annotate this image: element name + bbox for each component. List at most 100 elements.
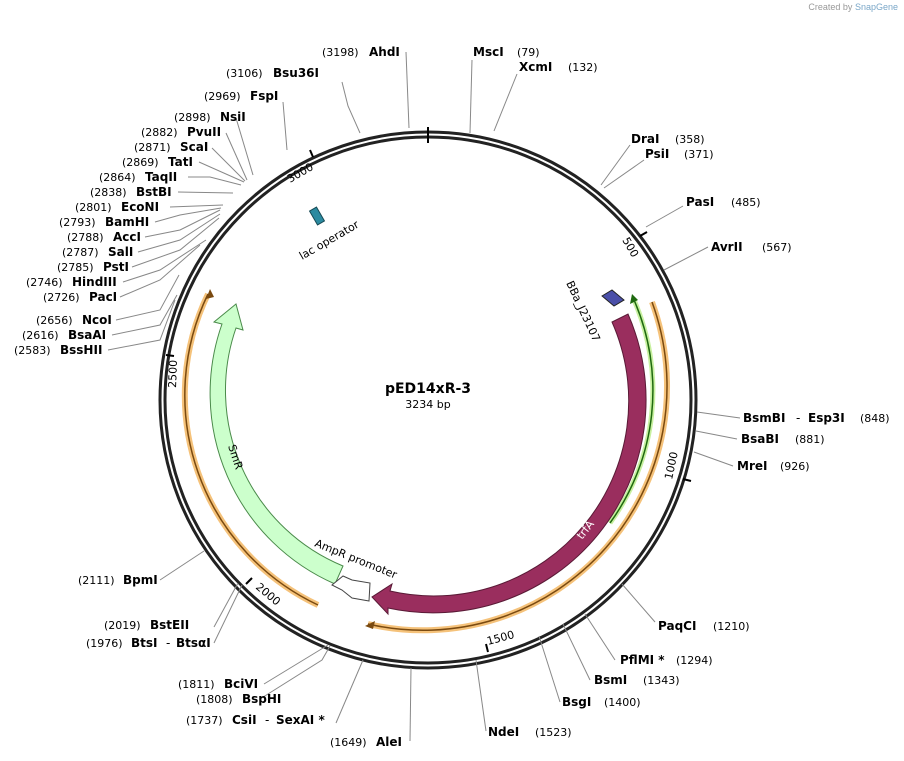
site-bsu36I-name[interactable]: Bsu36I: [273, 66, 319, 80]
site-nsiI-name[interactable]: NsiI: [220, 110, 246, 124]
site-bsmBI-name[interactable]: BsmBI: [743, 411, 785, 425]
site-bssHII-name[interactable]: BssHII: [60, 343, 102, 357]
site-pstI-pos: (2785): [57, 261, 94, 274]
site-esp3I-name[interactable]: Esp3I: [808, 411, 845, 425]
trfA-feature[interactable]: [371, 313, 647, 616]
tick-1000: 1000: [662, 451, 681, 481]
site-bamHI-name[interactable]: BamHI: [105, 215, 149, 229]
site-paqCI-pos: (1210): [713, 620, 750, 633]
site-pasI-name[interactable]: PasI: [686, 195, 714, 209]
site-bciVI-name[interactable]: BciVI: [224, 677, 258, 691]
site-bsmBI-pos: (848): [860, 412, 890, 425]
site-salI-name[interactable]: SalI: [108, 245, 133, 259]
site-csiI-dash: -: [265, 713, 269, 727]
site-mreI-name[interactable]: MreI: [737, 459, 767, 473]
lac-operator-label: lac operator: [297, 218, 362, 263]
site-bsgI-name[interactable]: BsgI: [562, 695, 591, 709]
site-scaI-pos: (2871): [134, 141, 171, 154]
site-xcmI-name[interactable]: XcmI: [519, 60, 552, 74]
site-bsaBI-name[interactable]: BsaBI: [741, 432, 779, 446]
lac-operator-feature[interactable]: [308, 206, 326, 226]
site-bciVI-pos: (1811): [178, 678, 215, 691]
site-ahdI-name[interactable]: AhdI: [369, 45, 400, 59]
site-pflMI-name[interactable]: PflMI *: [620, 653, 665, 667]
site-pacI-name[interactable]: PacI: [89, 290, 117, 304]
site-aleI-pos: (1649): [330, 736, 367, 749]
site-bspHI-name[interactable]: BspHI: [242, 692, 281, 706]
site-bpmI-pos: (2111): [78, 574, 115, 587]
site-ndeI-pos: (1523): [535, 726, 572, 739]
site-csiI-name[interactable]: CsiI: [232, 713, 257, 727]
enzyme-labels: MscI (79) XcmI (132) DraI (358) PsiI (37…: [14, 45, 890, 749]
site-csiI-pos: (1737): [186, 714, 223, 727]
site-bstEII-name[interactable]: BstEII: [150, 618, 189, 632]
site-avrII-pos: (567): [762, 241, 792, 254]
bba-j23107-feature[interactable]: [601, 289, 625, 307]
site-psiI-pos: (371): [684, 148, 714, 161]
coordinate-ticks: [165, 149, 692, 653]
site-bsaAI-name[interactable]: BsaAI: [68, 328, 106, 342]
site-taqII-pos: (2864): [99, 171, 136, 184]
app-credit: Created by SnapGene: [808, 2, 898, 12]
smR-feature[interactable]: [209, 303, 344, 585]
site-accI-pos: (2788): [67, 231, 104, 244]
site-ndeI-name[interactable]: NdeI: [488, 725, 519, 739]
ampR-promoter-feature[interactable]: [331, 575, 371, 602]
site-pasI-pos: (485): [731, 196, 761, 209]
site-btsaI-name[interactable]: BtsαI: [176, 636, 211, 650]
site-fspI-name[interactable]: FspI: [250, 89, 278, 103]
credit-prefix: Created by: [808, 2, 853, 12]
plasmid-name: pED14xR-3: [385, 381, 471, 397]
site-bsmI-name[interactable]: BsmI: [594, 673, 627, 687]
site-scaI-name[interactable]: ScaI: [180, 140, 208, 154]
site-pstI-name[interactable]: PstI: [103, 260, 129, 274]
site-salI-pos: (2787): [62, 246, 99, 259]
site-bsmBI-dash: -: [796, 411, 800, 425]
site-paqCI-name[interactable]: PaqCI: [658, 619, 696, 633]
site-pacI-pos: (2726): [43, 291, 80, 304]
site-nsiI-pos: (2898): [174, 111, 211, 124]
site-bpmI-name[interactable]: BpmI: [123, 573, 158, 587]
site-bssHII-pos: (2583): [14, 344, 51, 357]
site-accI-name[interactable]: AccI: [113, 230, 141, 244]
site-tatI-name[interactable]: TatI: [168, 155, 193, 169]
site-taqII-name[interactable]: TaqII: [145, 170, 177, 184]
site-draI-name[interactable]: DraI: [631, 132, 659, 146]
site-fspI-pos: (2969): [204, 90, 241, 103]
snapgene-brand: SnapGene: [854, 2, 898, 12]
bba-j23107-label: BBa_J23107: [563, 279, 602, 344]
site-mscI-pos: (79): [517, 46, 540, 59]
site-leader-lines: [107, 51, 741, 742]
site-ahdI-pos: (3198): [322, 46, 359, 59]
site-bamHI-pos: (2793): [59, 216, 96, 229]
site-hindIII-pos: (2746): [26, 276, 63, 289]
site-tatI-pos: (2869): [122, 156, 159, 169]
site-avrII-name[interactable]: AvrII: [711, 240, 743, 254]
site-aleI-name[interactable]: AleI: [376, 735, 402, 749]
site-pflMI-pos: (1294): [676, 654, 713, 667]
site-btsI-dash: -: [166, 636, 170, 650]
site-hindIII-name[interactable]: HindIII: [72, 275, 117, 289]
site-ecoNI-name[interactable]: EcoNI: [121, 200, 159, 214]
site-pvuII-name[interactable]: PvuII: [187, 125, 221, 139]
site-bspHI-pos: (1808): [196, 693, 233, 706]
site-bsaBI-pos: (881): [795, 433, 825, 446]
site-draI-pos: (358): [675, 133, 705, 146]
site-pvuII-pos: (2882): [141, 126, 178, 139]
site-ecoNI-pos: (2801): [75, 201, 112, 214]
site-btsI-pos: (1976): [86, 637, 123, 650]
site-ncoI-pos: (2656): [36, 314, 73, 327]
site-ncoI-name[interactable]: NcoI: [82, 313, 112, 327]
site-btsI-name[interactable]: BtsI: [131, 636, 158, 650]
tick-500: 500: [619, 235, 641, 260]
site-mscI-name[interactable]: MscI: [473, 45, 504, 59]
site-bstBI-name[interactable]: BstBI: [136, 185, 172, 199]
site-bsmI-pos: (1343): [643, 674, 680, 687]
site-sexAI-name[interactable]: SexAI *: [276, 713, 325, 727]
site-psiI-name[interactable]: PsiI: [645, 147, 669, 161]
site-mreI-pos: (926): [780, 460, 810, 473]
site-bsu36I-pos: (3106): [226, 67, 263, 80]
site-bsgI-pos: (1400): [604, 696, 641, 709]
plasmid-length: 3234 bp: [405, 398, 450, 411]
